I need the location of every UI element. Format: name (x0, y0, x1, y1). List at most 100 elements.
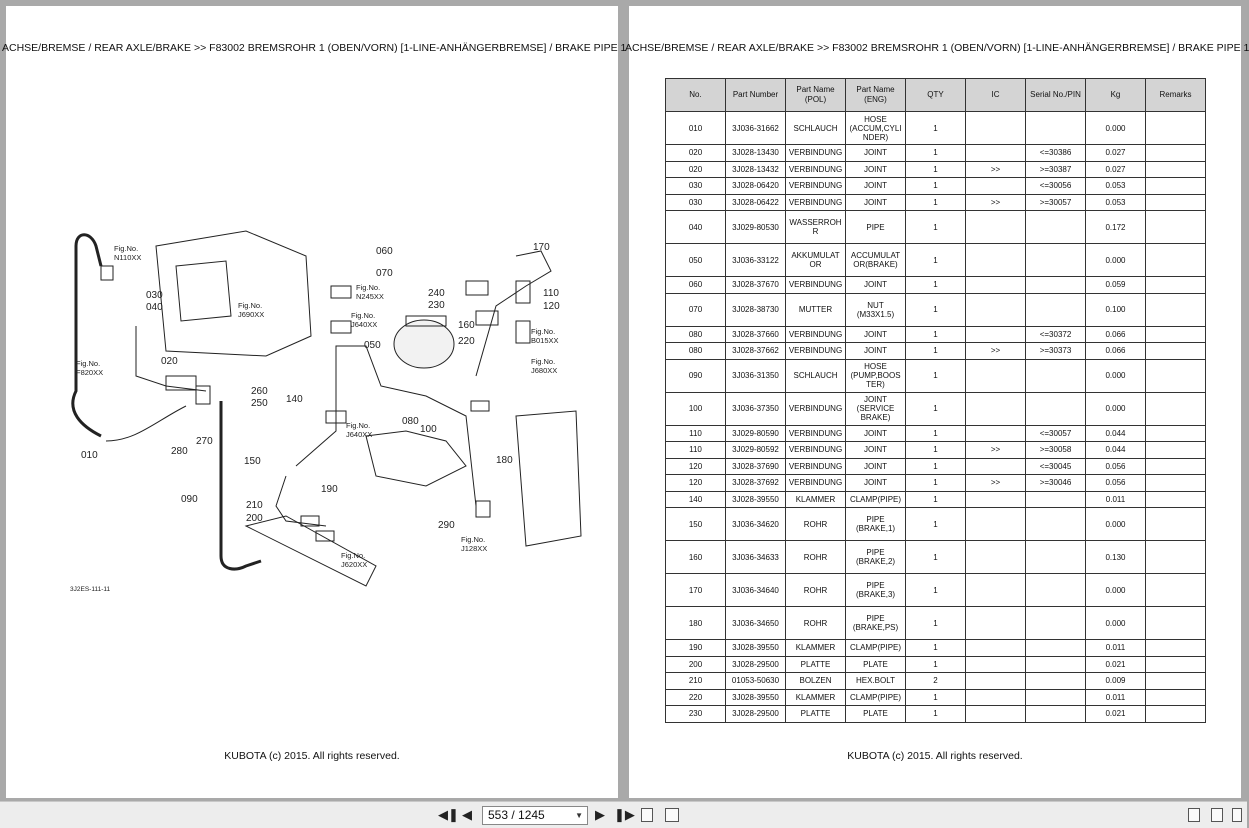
col-header-qty: QTY (905, 78, 966, 112)
table-cell (1145, 111, 1206, 145)
table-cell (1025, 391, 1086, 426)
table-cell: 3J036-37350 (725, 391, 786, 426)
table-cell: 1 (905, 111, 966, 145)
table-cell: 140 (665, 490, 726, 508)
table-cell (1145, 276, 1206, 294)
fig-ref: Fig.No. (531, 327, 555, 336)
col-header-serial: Serial No./PIN (1025, 78, 1086, 112)
table-cell (1025, 490, 1086, 508)
facing-view-icon[interactable] (1232, 808, 1242, 822)
rotate-icon[interactable] (641, 808, 653, 822)
table-cell: PIPE (BRAKE,PS) (845, 606, 906, 640)
continuous-view-icon[interactable] (1211, 808, 1223, 822)
table-cell (1025, 111, 1086, 145)
fig-ref: F820XX (76, 368, 103, 377)
table-cell: 1 (905, 441, 966, 459)
table-cell: 1 (905, 193, 966, 211)
callout-020: 020 (161, 356, 178, 367)
table-cell: JOINT (845, 342, 906, 360)
table-cell (1145, 540, 1206, 574)
table-cell (1145, 325, 1206, 343)
table-cell: 080 (665, 342, 726, 360)
table-cell: AKKUMULAT OR (785, 243, 846, 277)
prev-page-icon[interactable]: ◀ (462, 807, 472, 822)
table-cell: VERBINDUNG (785, 160, 846, 178)
table-cell: 1 (905, 705, 966, 723)
page-indicator: 553 / 1245 (488, 808, 545, 822)
table-cell (965, 540, 1026, 574)
table-cell: 3J028-37670 (725, 276, 786, 294)
table-cell: 0.000 (1085, 573, 1146, 607)
table-cell (965, 210, 1026, 244)
callout-040: 040 (146, 302, 163, 313)
table-cell: VERBINDUNG (785, 177, 846, 195)
fig-ref: Fig.No. (346, 421, 370, 430)
table-cell (965, 705, 1026, 723)
table-cell (965, 573, 1026, 607)
table-cell (1145, 193, 1206, 211)
table-cell: 0.021 (1085, 705, 1146, 723)
col-header-no: No. (665, 78, 726, 112)
table-cell (1145, 424, 1206, 442)
table-cell: JOINT (845, 474, 906, 492)
table-cell: >=30373 (1025, 342, 1086, 360)
fig-ref: Fig.No. (461, 535, 485, 544)
table-cell: VERBINDUNG (785, 474, 846, 492)
fig-ref: J690XX (238, 310, 264, 319)
table-cell: <=30057 (1025, 424, 1086, 442)
fig-ref: J640XX (351, 320, 377, 329)
table-cell: JOINT (845, 177, 906, 195)
table-cell: 030 (665, 193, 726, 211)
two-page-icon[interactable] (665, 808, 679, 822)
callout-190: 190 (321, 484, 338, 495)
table-cell: 3J036-33122 (725, 243, 786, 277)
table-cell: 1 (905, 457, 966, 475)
table-cell: 110 (665, 441, 726, 459)
table-cell: 3J028-13430 (725, 144, 786, 162)
fig-ref: Fig.No. (356, 283, 380, 292)
table-cell: 3J028-37690 (725, 457, 786, 475)
table-cell: KLAMMER (785, 490, 846, 508)
table-cell: VERBINDUNG (785, 441, 846, 459)
table-cell (965, 276, 1026, 294)
table-cell (1025, 210, 1086, 244)
table-cell: 3J028-37692 (725, 474, 786, 492)
table-cell: 1 (905, 391, 966, 426)
table-cell: KLAMMER (785, 639, 846, 657)
table-cell: 150 (665, 507, 726, 541)
table-cell: >=30058 (1025, 441, 1086, 459)
callout-120: 120 (543, 301, 560, 312)
table-cell (1145, 672, 1206, 690)
table-cell (965, 606, 1026, 640)
last-page-icon[interactable]: ❚▶ (614, 807, 635, 822)
callout-260: 260 (251, 386, 268, 397)
table-cell (965, 672, 1026, 690)
table-cell: 0.009 (1085, 672, 1146, 690)
table-cell (1145, 688, 1206, 706)
table-cell: VERBINDUNG (785, 325, 846, 343)
table-cell: <=30386 (1025, 144, 1086, 162)
table-cell: <=30372 (1025, 325, 1086, 343)
table-cell: 020 (665, 160, 726, 178)
table-cell: >=30046 (1025, 474, 1086, 492)
callout-200: 200 (246, 513, 263, 524)
table-cell: 1 (905, 606, 966, 640)
first-page-icon[interactable]: ◀❚ (438, 807, 459, 822)
table-cell (965, 688, 1026, 706)
table-cell: BOLZEN (785, 672, 846, 690)
table-cell (1145, 177, 1206, 195)
table-cell: JOINT (845, 424, 906, 442)
table-cell: 190 (665, 639, 726, 657)
page-number-select[interactable]: 553 / 1245 ▼ (482, 806, 588, 825)
next-page-icon[interactable]: ▶ (595, 807, 605, 822)
table-cell: 0.044 (1085, 424, 1146, 442)
single-page-view-icon[interactable] (1188, 808, 1200, 822)
